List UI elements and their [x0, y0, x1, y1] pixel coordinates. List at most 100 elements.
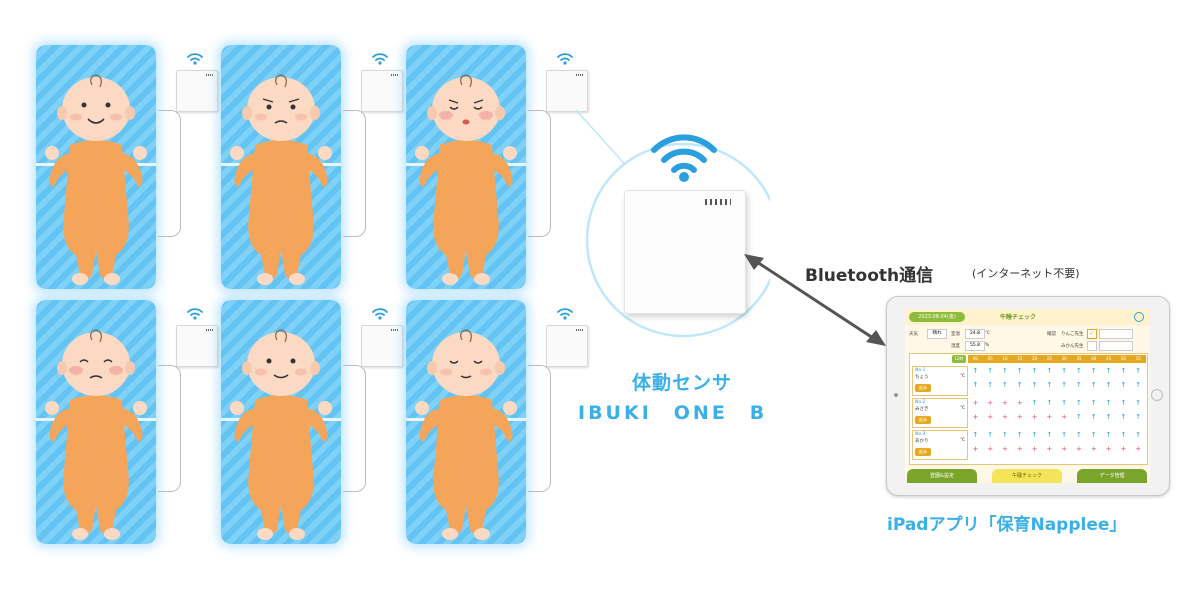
posture-prone-icon[interactable]: +	[1016, 445, 1023, 453]
posture-up-icon[interactable]: ↑	[1105, 367, 1112, 375]
time-header	[968, 355, 1146, 363]
posture-up-icon[interactable]: ↑	[972, 431, 979, 439]
alarm-clock-icon[interactable]	[1134, 312, 1144, 322]
posture-prone-icon[interactable]: +	[1031, 445, 1038, 453]
check-box-2[interactable]	[1087, 341, 1097, 351]
posture-up-icon[interactable]: ↑	[1076, 399, 1082, 407]
wifi-icon	[651, 134, 717, 182]
baby-illustration	[230, 74, 332, 285]
posture-up-icon[interactable]: ↑	[1090, 413, 1097, 421]
posture-up-icon[interactable]: ↑	[987, 431, 994, 439]
posture-up-icon[interactable]: ↑	[1031, 381, 1038, 389]
posture-up-icon[interactable]: ↑	[1090, 381, 1097, 389]
posture-up-icon[interactable]: ↑	[1031, 431, 1038, 439]
posture-up-icon[interactable]: ↑	[987, 367, 994, 375]
posture-prone-icon[interactable]: +	[1061, 445, 1068, 453]
posture-up-icon[interactable]: ↑	[1135, 413, 1142, 421]
posture-prone-icon[interactable]: +	[972, 413, 979, 421]
confirm-field-1[interactable]	[1099, 329, 1133, 339]
posture-prone-icon[interactable]: +	[972, 399, 979, 407]
posture-up-icon[interactable]: ↑	[1016, 431, 1023, 439]
child-number: No.2	[915, 400, 926, 405]
posture-prone-icon[interactable]: +	[1002, 399, 1008, 407]
posture-up-icon[interactable]: ↑	[987, 381, 994, 389]
humidity-field[interactable]: 55.8	[965, 341, 985, 351]
temp-label: 室温	[951, 332, 960, 337]
confirm-field-2[interactable]	[1099, 341, 1133, 351]
posture-prone-icon[interactable]: +	[987, 399, 994, 407]
posture-up-icon[interactable]: ↑	[1076, 431, 1082, 439]
posture-up-icon[interactable]: ↑	[1135, 381, 1142, 389]
posture-prone-icon[interactable]: +	[1105, 445, 1112, 453]
posture-prone-icon[interactable]: +	[987, 445, 994, 453]
temp-field[interactable]: 24.8	[965, 329, 985, 339]
posture-up-icon[interactable]: ↑	[1135, 367, 1142, 375]
posture-up-icon[interactable]: ↑	[1105, 413, 1112, 421]
posture-up-icon[interactable]: ↑	[1061, 381, 1068, 389]
posture-prone-icon[interactable]: +	[1016, 399, 1023, 407]
check-icon[interactable]: ✓	[1087, 329, 1097, 339]
posture-up-icon[interactable]: ↑	[1046, 367, 1053, 375]
posture-up-icon[interactable]: ↑	[1031, 399, 1038, 407]
posture-prone-icon[interactable]: +	[1046, 413, 1053, 421]
weather-field[interactable]: 晴れ	[927, 329, 947, 339]
posture-up-icon[interactable]: ↑	[1076, 413, 1082, 421]
humidity-label: 湿度	[951, 344, 960, 349]
posture-prone-icon[interactable]: +	[1061, 413, 1068, 421]
posture-up-icon[interactable]: ↑	[1061, 367, 1068, 375]
posture-up-icon[interactable]: ↑	[1135, 431, 1142, 439]
posture-up-icon[interactable]: ↑	[1135, 399, 1142, 407]
posture-up-icon[interactable]: ↑	[972, 381, 979, 389]
posture-up-icon[interactable]: ↑	[972, 367, 979, 375]
sensor-model: IBUKI ONE B	[578, 402, 768, 424]
posture-up-icon[interactable]: ↑	[1120, 431, 1127, 439]
posture-prone-icon[interactable]: +	[1031, 413, 1038, 421]
posture-up-icon[interactable]: ↑	[1076, 367, 1082, 375]
posture-up-icon[interactable]: ↑	[1002, 431, 1008, 439]
posture-up-icon[interactable]: ↑	[1016, 381, 1023, 389]
nav-data-management[interactable]: データ管理	[1077, 469, 1147, 483]
app-screen: 2023.08.04(金) 午睡チェック 天気 晴れ 室温 24.8 ℃ 湿度 …	[905, 309, 1150, 483]
posture-up-icon[interactable]: ↑	[1105, 431, 1112, 439]
posture-up-icon[interactable]: ↑	[1046, 431, 1053, 439]
posture-up-icon[interactable]: ↑	[1002, 367, 1008, 375]
posture-up-icon[interactable]: ↑	[1090, 431, 1097, 439]
posture-up-icon[interactable]: ↑	[1105, 399, 1112, 407]
posture-up-icon[interactable]: ↑	[1105, 381, 1112, 389]
posture-prone-icon[interactable]: +	[1002, 445, 1008, 453]
posture-prone-icon[interactable]: +	[1120, 445, 1127, 453]
posture-up-icon[interactable]: ↑	[1120, 399, 1127, 407]
posture-prone-icon[interactable]: +	[1016, 413, 1023, 421]
posture-up-icon[interactable]: ↑	[1120, 367, 1127, 375]
posture-prone-icon[interactable]: +	[1076, 445, 1082, 453]
wake-button[interactable]: 起床	[915, 384, 931, 392]
posture-up-icon[interactable]: ↑	[1090, 399, 1097, 407]
posture-up-icon[interactable]: ↑	[1046, 381, 1053, 389]
nav-attendance-settings[interactable]: 登園&設定	[907, 469, 977, 483]
posture-up-icon[interactable]: ↑	[1090, 367, 1097, 375]
posture-prone-icon[interactable]: +	[1135, 445, 1142, 453]
posture-up-icon[interactable]: ↑	[1120, 381, 1127, 389]
posture-prone-icon[interactable]: +	[1002, 413, 1008, 421]
posture-up-icon[interactable]: ↑	[1046, 399, 1053, 407]
wake-button[interactable]: 起床	[915, 448, 931, 456]
nav-nap-check[interactable]: 午睡チェック	[992, 469, 1062, 483]
sleep-mat	[221, 45, 341, 289]
posture-up-icon[interactable]: ↑	[1002, 381, 1008, 389]
posture-up-icon[interactable]: ↑	[1061, 431, 1068, 439]
posture-up-icon[interactable]: ↑	[1061, 399, 1068, 407]
app-header	[905, 309, 1150, 325]
posture-prone-icon[interactable]: +	[972, 445, 979, 453]
posture-up-icon[interactable]: ↑	[1031, 367, 1038, 375]
posture-up-icon[interactable]: ↑	[1076, 381, 1082, 389]
posture-prone-icon[interactable]: +	[1046, 445, 1053, 453]
posture-prone-icon[interactable]: +	[1090, 445, 1097, 453]
posture-prone-icon[interactable]: +	[987, 413, 994, 421]
posture-up-icon[interactable]: ↑	[1120, 413, 1127, 421]
wake-button[interactable]: 起床	[915, 416, 931, 424]
front-camera	[894, 393, 898, 397]
posture-up-icon[interactable]: ↑	[1016, 367, 1023, 375]
